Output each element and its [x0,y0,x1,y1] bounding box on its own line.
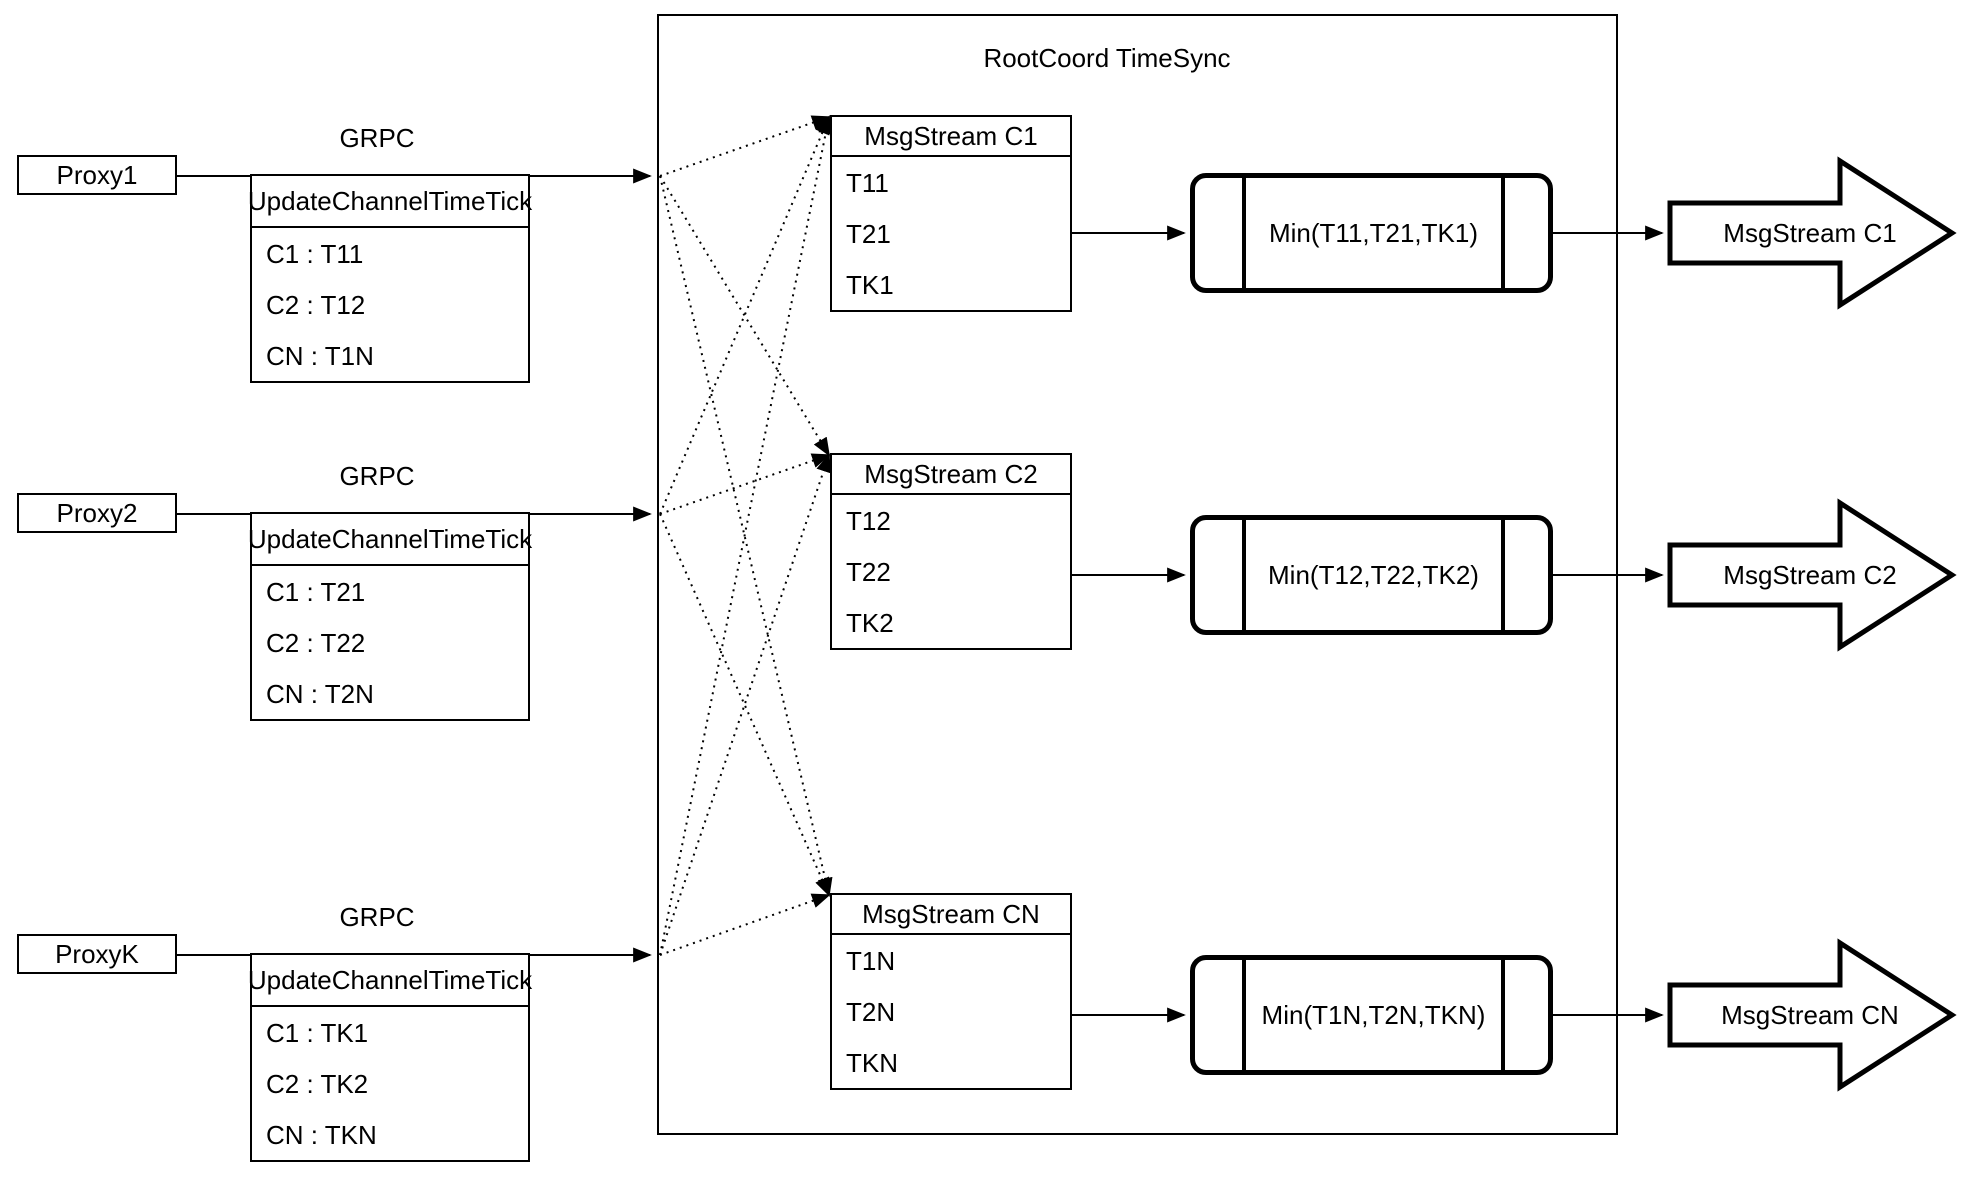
msgstream-table-row: TK1 [846,269,894,300]
msgstream-table-3: MsgStream CN T1N T2N TKN [830,893,1072,1090]
proxy-box-1: Proxy1 [17,155,177,195]
update-table-header-3: UpdateChannelTimeTick [248,955,532,1007]
min-box-divider [1242,520,1246,630]
min-label-3: Min(T1N,T2N,TKN) [1261,1000,1486,1030]
msgstream-table-header-2: MsgStream C2 [832,455,1070,495]
update-table-row: CN : T1N [266,340,374,371]
msgstream-table-1: MsgStream C1 T11 T21 TK1 [830,115,1072,312]
min-box-divider [1242,178,1246,288]
msgstream-table-row: T11 [846,167,889,198]
msgstream-table-row: T2N [846,996,896,1027]
msgstream-table-header-1: MsgStream C1 [832,117,1070,157]
update-table-1: UpdateChannelTimeTick C1 : T11 C2 : T12 … [248,174,532,383]
update-table-2: UpdateChannelTimeTick C1 : T21 C2 : T22 … [248,512,532,721]
min-box-divider [1242,960,1246,1070]
update-table-row: C2 : TK2 [266,1068,369,1099]
fan-line-1-2 [659,175,830,457]
fan-line-1-1 [659,115,831,177]
update-table-header-2: UpdateChannelTimeTick [248,514,532,566]
fan-line-3-3 [659,893,831,956]
output-arrow-shape-2 [1667,498,1957,652]
update-table-row: C1 : T21 [266,576,366,607]
msgstream-table-row: T12 [846,505,891,536]
update-table-row: CN : T2N [266,678,374,709]
output-arrow-shape-3 [1667,938,1957,1092]
msgstream-table-2: MsgStream C2 T12 T22 TK2 [830,453,1072,650]
update-table-header-1: UpdateChannelTimeTick [248,176,532,228]
min-box-divider [1501,178,1505,288]
fan-line-2-2 [659,453,831,515]
grpc-label-1: GRPC [339,123,415,153]
update-table-row: C1 : TK1 [266,1017,369,1048]
msgstream-table-row: TK2 [846,607,894,638]
fan-line-2-3 [659,513,830,897]
msgstream-table-row: T1N [846,945,896,976]
min-label-1: Min(T11,T21,TK1) [1268,218,1478,248]
output-arrow-label-2: MsgStream C2 [1723,560,1897,590]
output-arrow-shape-1 [1667,156,1957,310]
msgstream-table-header-3: MsgStream CN [832,895,1070,935]
min-box-1: Min(T11,T21,TK1) [1190,173,1553,293]
grpc-label-2: GRPC [339,461,415,491]
msgstream-table-row: T22 [846,556,891,587]
min-box-3: Min(T1N,T2N,TKN) [1190,955,1553,1075]
output-arrow-label-1: MsgStream C1 [1723,218,1897,248]
update-table-row: C1 : T11 [266,238,364,269]
msgstream-table-row: T21 [846,218,891,249]
min-box-divider [1501,960,1505,1070]
proxy-box-3: ProxyK [17,934,177,974]
min-box-divider [1501,520,1505,630]
update-table-3: UpdateChannelTimeTick C1 : TK1 C2 : TK2 … [248,953,532,1162]
fan-line-2-1 [659,115,830,515]
proxy-box-2: Proxy2 [17,493,177,533]
min-label-2: Min(T12,T22,TK2) [1268,560,1479,590]
output-arrow-label-3: MsgStream CN [1721,1000,1899,1030]
fan-line-3-2 [659,453,831,956]
update-table-row: C2 : T12 [266,289,366,320]
update-table-row: CN : TKN [266,1119,377,1150]
min-box-2: Min(T12,T22,TK2) [1190,515,1553,635]
rootcoord-title: RootCoord TimeSync [983,43,1231,73]
grpc-label-3: GRPC [339,902,415,932]
update-table-row: C2 : T22 [266,627,366,658]
msgstream-table-row: TKN [846,1047,898,1078]
fan-line-3-1 [659,115,834,956]
